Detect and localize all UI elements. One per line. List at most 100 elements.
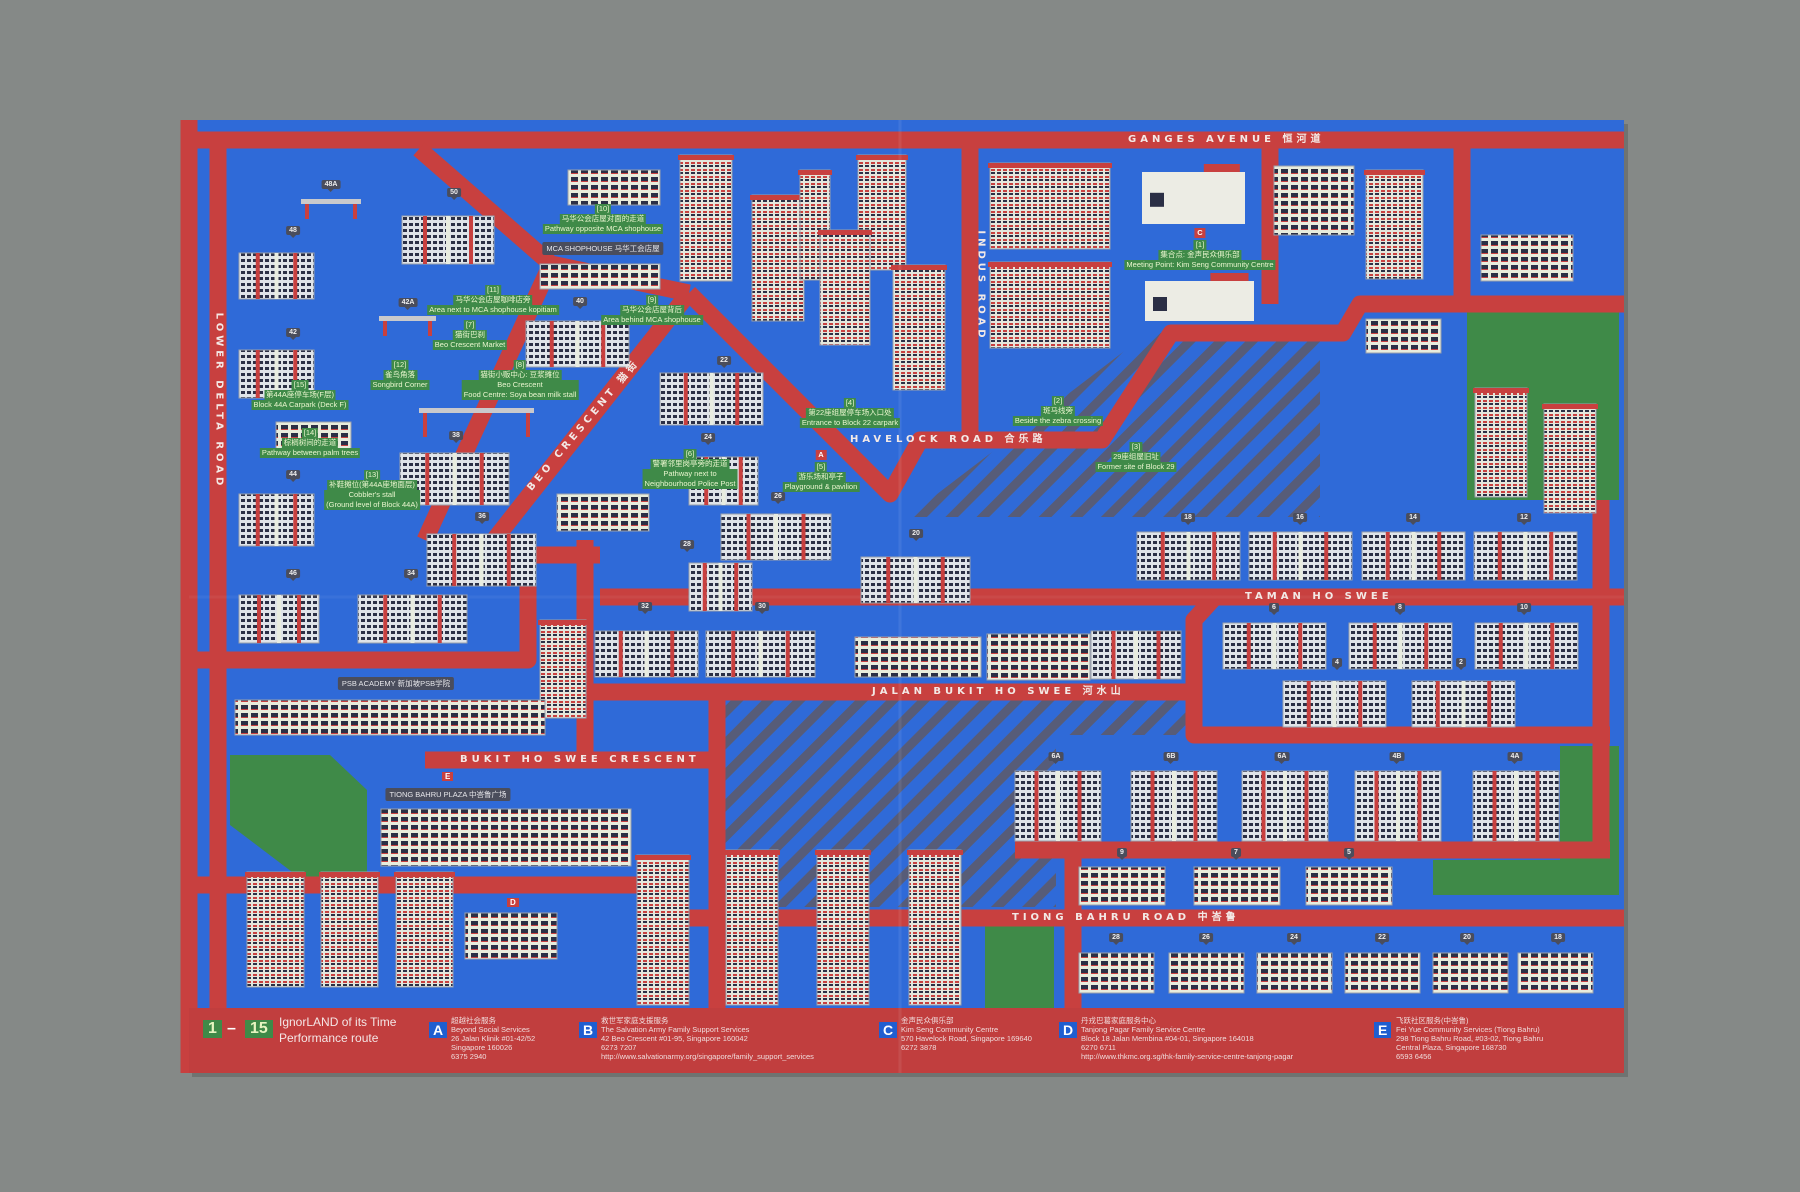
building-core bbox=[1193, 771, 1198, 841]
road-label-ganges: GANGES AVENUE 恒河道 bbox=[1128, 134, 1325, 145]
building-low bbox=[1517, 952, 1594, 994]
block-number-marker: 32 bbox=[638, 602, 652, 614]
road-label-taman-ho-swee: TAMAN HO SWEE bbox=[1245, 591, 1393, 602]
service-details: 超越社会服务 Beyond Social Services 26 Jalan K… bbox=[451, 1016, 536, 1061]
building-tower bbox=[751, 194, 805, 322]
building-roof bbox=[798, 170, 832, 175]
building-core bbox=[1497, 532, 1502, 580]
building-roof bbox=[907, 850, 963, 855]
building-core bbox=[1306, 681, 1311, 727]
building-core bbox=[774, 514, 778, 560]
pillar bbox=[305, 204, 309, 219]
route-point-number: [1] bbox=[1193, 240, 1207, 250]
building-core bbox=[277, 595, 281, 643]
building-core bbox=[479, 534, 484, 586]
building-core bbox=[255, 253, 260, 299]
building-tower bbox=[679, 154, 733, 282]
route-point-english: Beo Crescent Food Centre: Soya bean milk… bbox=[461, 380, 579, 400]
route-point-number: [3] bbox=[1129, 442, 1143, 452]
building-tower bbox=[725, 849, 779, 1006]
building-core bbox=[1272, 532, 1277, 580]
building-core bbox=[1417, 771, 1422, 841]
building-core bbox=[1396, 771, 1400, 841]
building-tower bbox=[246, 871, 305, 988]
road-label-indus: INDUS ROAD bbox=[975, 230, 987, 342]
road-label-jalan-bukit-ho-swee: JALAN BUKIT HO SWEE 河水山 bbox=[872, 686, 1125, 697]
building-roof bbox=[538, 620, 588, 625]
building-core bbox=[1160, 532, 1165, 580]
route-dash: – bbox=[227, 1020, 236, 1037]
route-point-english: Pathway between palm trees bbox=[259, 448, 361, 458]
building-roof bbox=[635, 855, 691, 860]
block-number-marker: 20 bbox=[1460, 933, 1474, 945]
building-core bbox=[1056, 771, 1060, 841]
route-point-english: Area next to MCA shophouse kopitiam bbox=[427, 305, 559, 315]
building-core bbox=[410, 595, 415, 643]
route-point-number: [8] bbox=[513, 360, 527, 370]
canopy-roof bbox=[301, 199, 361, 204]
building-core bbox=[718, 563, 723, 611]
block-number-marker: 2 bbox=[1456, 658, 1466, 670]
route-point-chinese: 补鞋摊位(第44A座地面层) bbox=[327, 480, 417, 490]
building-core bbox=[1549, 532, 1554, 580]
building-core bbox=[1172, 771, 1176, 841]
building-tower bbox=[320, 871, 379, 988]
route-point-chinese: 第22座组屋停车场入口处 bbox=[806, 408, 894, 418]
canopy-roof bbox=[379, 316, 436, 321]
building-roof bbox=[319, 872, 380, 877]
roof bbox=[1203, 164, 1240, 172]
building-core bbox=[738, 457, 743, 505]
road bbox=[487, 287, 696, 546]
service-details: 飞跃社区服务(中峇鲁) Fei Yue Community Services (… bbox=[1396, 1016, 1544, 1061]
block-number-marker: 22 bbox=[1375, 933, 1389, 945]
park-area bbox=[985, 918, 1054, 1008]
service-details: 金声民众俱乐部 Kim Seng Community Centre 570 Ha… bbox=[901, 1016, 1032, 1052]
building-roof bbox=[394, 872, 455, 877]
route-point-english: Beo Crescent Market bbox=[432, 340, 508, 350]
block-number-marker: 12 bbox=[1517, 513, 1531, 525]
route-point-number: [14] bbox=[301, 428, 319, 438]
route-point-13: [13]补鞋摊位(第44A座地面层)Cobbler's stall (Groun… bbox=[324, 470, 420, 510]
legend: 1 – 15 IgnorLAND of its Time Performance… bbox=[189, 1008, 1624, 1073]
building-core bbox=[731, 631, 736, 677]
service-letter-e: E bbox=[1374, 1022, 1392, 1038]
building-core bbox=[1487, 681, 1492, 727]
building-low bbox=[1168, 952, 1245, 994]
block-number-marker: 20 bbox=[909, 529, 923, 541]
block-number-marker: 6A bbox=[1274, 752, 1290, 764]
building-core bbox=[1298, 532, 1303, 580]
building-core bbox=[1535, 771, 1540, 841]
route-point-english: Playground & pavilion bbox=[782, 482, 860, 492]
building-core bbox=[1492, 771, 1497, 841]
building-core bbox=[1156, 631, 1161, 679]
route-point-number: [6] bbox=[683, 449, 697, 459]
building-core bbox=[913, 557, 918, 603]
building-core bbox=[1261, 771, 1266, 841]
block-number-marker: 26 bbox=[771, 492, 785, 504]
location-letter-e: E bbox=[442, 772, 454, 781]
building-core bbox=[758, 631, 763, 677]
building-core bbox=[452, 534, 457, 586]
route-point-number: [11] bbox=[485, 285, 501, 295]
building-low bbox=[1365, 318, 1442, 354]
legend-band bbox=[189, 1008, 1624, 1073]
building-core bbox=[734, 563, 739, 611]
building-core bbox=[1461, 681, 1466, 727]
block-number-marker: 18 bbox=[1181, 513, 1195, 525]
block-number-marker: 34 bbox=[404, 569, 418, 581]
building-core bbox=[618, 631, 623, 677]
block-number-marker: 42 bbox=[286, 328, 300, 340]
building-core bbox=[1385, 532, 1390, 580]
building-tower bbox=[989, 261, 1111, 349]
road bbox=[682, 286, 1624, 503]
building-core bbox=[1186, 532, 1191, 580]
building-roof bbox=[815, 850, 871, 855]
building-core bbox=[1435, 681, 1440, 727]
building-core bbox=[575, 321, 580, 367]
building-low bbox=[1273, 165, 1355, 236]
